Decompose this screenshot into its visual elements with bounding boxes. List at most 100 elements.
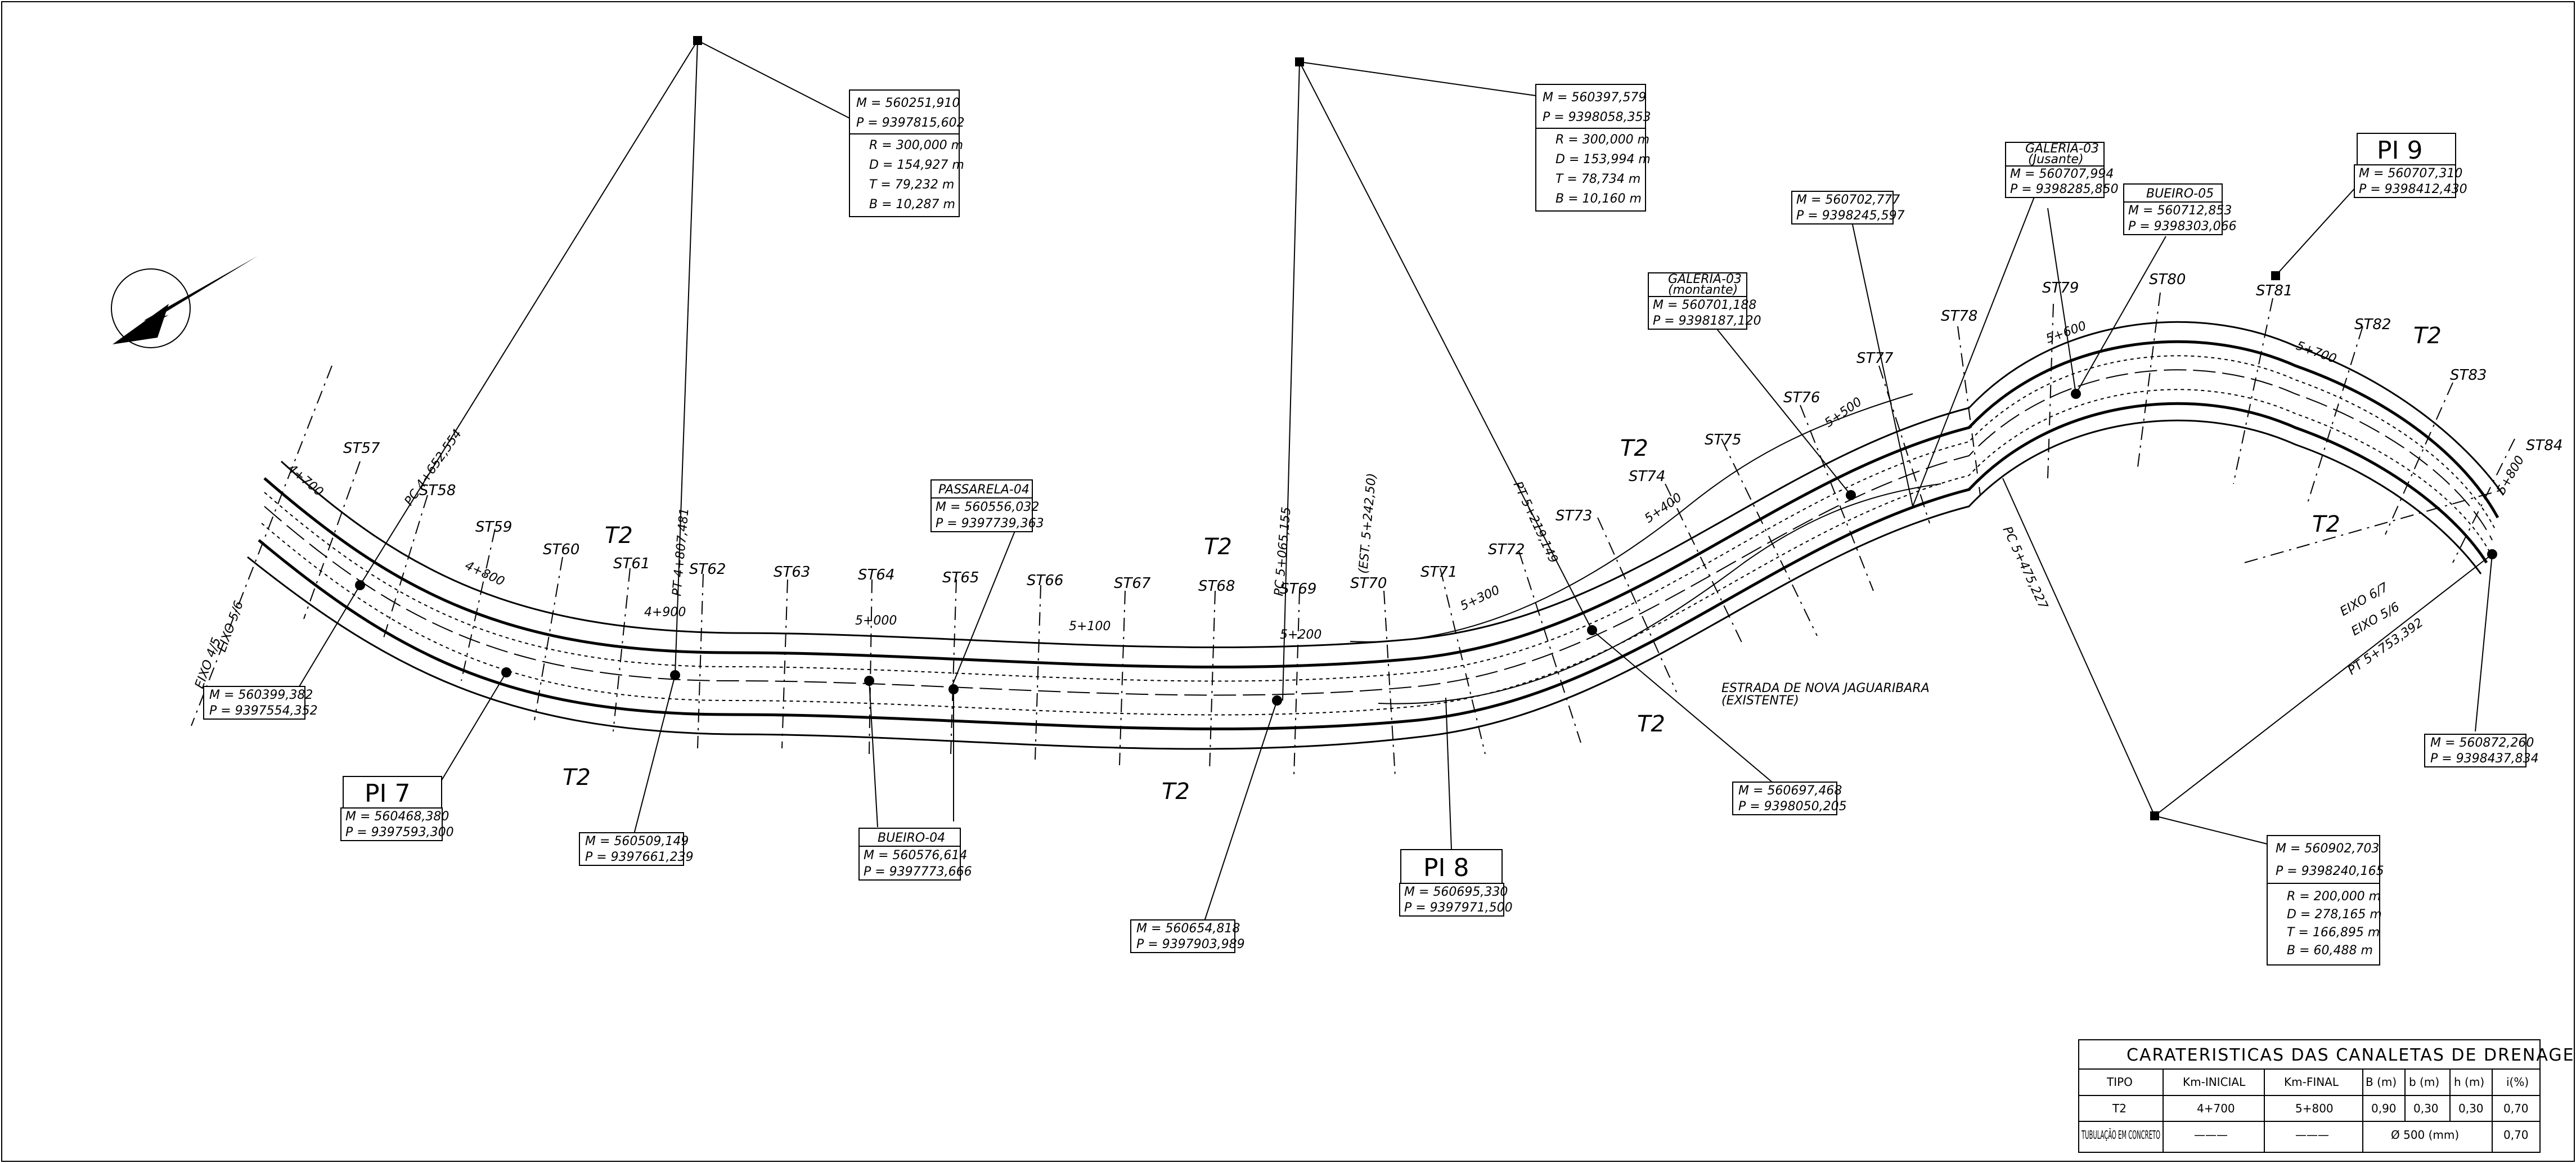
- svg-text:M = 560468,380: M = 560468,380: [345, 810, 449, 824]
- station-label: ST72: [1488, 541, 1525, 558]
- svg-text:M = 560701,188: M = 560701,188: [1653, 298, 1756, 312]
- station-labels: ST57 ST58 ST59 ST60 ST61 ST62 ST63 ST64 …: [343, 271, 2562, 598]
- km-label: 4+800: [462, 559, 506, 589]
- curve-data-box: M = 560902,703 P = 9398240,165 R = 200,0…: [2267, 835, 2384, 966]
- coord-box: M = 560399,382 P = 9397554,352: [203, 686, 318, 720]
- station-label: ST71: [1420, 564, 1457, 581]
- road-label: ESTRADA DE NOVA JAGUARIBARA (EXISTENTE): [1721, 681, 1930, 708]
- table-cell: Ø 500 (mm): [2391, 1128, 2459, 1142]
- svg-text:GALERIA-03: GALERIA-03: [2025, 142, 2099, 156]
- svg-text:D = 278,165 m: D = 278,165 m: [2287, 908, 2382, 922]
- curve-labels: PC 4+652,554 PT 4+807,481 PC 5+065,155 P…: [192, 427, 2426, 690]
- station-label: ST69: [1280, 581, 1316, 598]
- svg-text:M = 560702,777: M = 560702,777: [1796, 193, 1900, 207]
- t2-label: T2: [1637, 711, 1665, 737]
- leader-lines: [292, 40, 2493, 923]
- structure-box: GALERIA-03 (Jusante) M = 560707,994 P = …: [2005, 142, 2119, 198]
- table-cell: TUBULAÇÃO EM CONCRETO: [2081, 1128, 2160, 1142]
- svg-text:PI 8: PI 8: [1423, 854, 1469, 882]
- svg-text:P = 9398412,430: P = 9398412,430: [2359, 182, 2467, 196]
- km-label: 5+300: [1458, 583, 1502, 613]
- km-label: 5+200: [1280, 628, 1321, 642]
- station-label: ST75: [1705, 432, 1741, 448]
- svg-text:ESTRADA DE NOVA JAGUARIBARA: ESTRADA DE NOVA JAGUARIBARA: [1721, 681, 1930, 695]
- svg-text:T = 166,895 m: T = 166,895 m: [2287, 926, 2380, 940]
- svg-text:P = 9397773,666: P = 9397773,666: [864, 865, 972, 879]
- svg-text:B = 60,488 m: B = 60,488 m: [2287, 944, 2373, 958]
- svg-text:P = 9397903,989: P = 9397903,989: [1136, 937, 1245, 951]
- svg-text:PI 7: PI 7: [365, 779, 411, 808]
- svg-text:P = 9397661,239: P = 9397661,239: [585, 850, 694, 864]
- station-label: ST83: [2450, 367, 2487, 384]
- t2-label: T2: [1204, 534, 1232, 560]
- table-cell: 5+800: [2295, 1102, 2334, 1115]
- t2-label: T2: [1162, 779, 1190, 805]
- svg-text:P = 9397554,352: P = 9397554,352: [209, 704, 318, 718]
- t2-label: T2: [2413, 323, 2442, 349]
- coord-box: M = 560697,468 P = 9398050,205: [1732, 782, 1847, 815]
- svg-text:P = 9397739,363: P = 9397739,363: [936, 517, 1044, 531]
- svg-text:B = 10,160 m: B = 10,160 m: [1556, 192, 1642, 206]
- coord-box: M = 560702,777 P = 9398245,597: [1791, 191, 1905, 224]
- table-header: b (m): [2409, 1075, 2439, 1089]
- svg-text:R = 300,000 m: R = 300,000 m: [1556, 133, 1649, 147]
- t2-labels: T2 T2 T2 T2 T2 T2 T2 T2: [563, 323, 2442, 805]
- svg-text:BUEIRO-04: BUEIRO-04: [878, 831, 945, 845]
- coord-box: M = 560509,149 P = 9397661,239: [579, 832, 694, 866]
- svg-text:P = 9398050,205: P = 9398050,205: [1738, 800, 1847, 814]
- svg-text:M = 560397,579: M = 560397,579: [1543, 91, 1646, 105]
- km-label: 5+800: [2494, 453, 2528, 497]
- station-label: ST64: [858, 567, 894, 583]
- svg-text:M = 560556,032: M = 560556,032: [936, 500, 1039, 514]
- north-arrow-icon: [111, 256, 258, 348]
- svg-text:(montante): (montante): [1668, 283, 1738, 297]
- svg-text:GALERIA-03: GALERIA-03: [1668, 272, 1742, 286]
- t2-label: T2: [1620, 435, 1648, 461]
- t2-label: T2: [2312, 511, 2340, 537]
- station-label: ST59: [475, 519, 512, 536]
- station-label: ST76: [1783, 389, 1820, 406]
- station-label: ST74: [1629, 468, 1665, 485]
- table-cell: 0,30: [2458, 1102, 2484, 1115]
- station-lines: [191, 292, 2515, 777]
- svg-text:M = 560695,330: M = 560695,330: [1404, 885, 1508, 899]
- svg-text:P = 9397971,500: P = 9397971,500: [1404, 901, 1513, 915]
- svg-text:M = 560902,703: M = 560902,703: [2276, 842, 2379, 856]
- structure-box: BUEIRO-04 M = 560576,614 P = 9397773,666: [858, 828, 972, 881]
- table-cell: 0,90: [2371, 1102, 2397, 1115]
- svg-text:P = 9398245,597: P = 9398245,597: [1796, 209, 1905, 223]
- station-label: ST61: [613, 555, 650, 572]
- coord-boxes: M = 560251,910 P = 9397815,602 R = 300,0…: [203, 84, 2539, 966]
- pi-box: PI 9 M = 560707,310 P = 9398412,430: [2354, 133, 2467, 198]
- table-title: CARATERISTICAS DAS CANALETAS DE DRENAGEM: [2127, 1045, 2576, 1065]
- svg-text:R = 300,000 m: R = 300,000 m: [869, 138, 963, 152]
- svg-text:P = 9398285,850: P = 9398285,850: [2010, 182, 2119, 196]
- station-label: ST67: [1114, 575, 1151, 592]
- station-label: ST57: [343, 440, 380, 457]
- svg-text:T = 78,734 m: T = 78,734 m: [1556, 172, 1640, 186]
- svg-text:PASSARELA-04: PASSARELA-04: [938, 483, 1029, 497]
- km-label: 5+100: [1069, 619, 1111, 634]
- svg-text:M = 560399,382: M = 560399,382: [209, 688, 313, 702]
- km-label: 4+700: [285, 461, 326, 499]
- svg-text:(Jusante): (Jusante): [2028, 152, 2084, 167]
- svg-text:B = 10,287 m: B = 10,287 m: [869, 197, 955, 212]
- km-labels: 4+700 4+800 4+900 5+000 5+100 5+200 5+30…: [285, 319, 2527, 642]
- table-cell: ———: [2295, 1128, 2329, 1142]
- station-label: ST60: [543, 541, 579, 558]
- svg-text:M = 560707,310: M = 560707,310: [2359, 167, 2462, 181]
- svg-text:R = 200,000 m: R = 200,000 m: [2287, 890, 2381, 904]
- table-header: h (m): [2454, 1075, 2484, 1089]
- table-cell: 0,30: [2413, 1102, 2439, 1115]
- svg-text:M = 560251,910: M = 560251,910: [856, 96, 960, 110]
- station-label: ST84: [2526, 437, 2562, 454]
- station-label: ST78: [1941, 308, 1977, 325]
- svg-text:BUEIRO-05: BUEIRO-05: [2146, 187, 2214, 201]
- station-label: ST80: [2149, 271, 2186, 288]
- km-label: 5+000: [855, 614, 897, 628]
- table-header: Km-FINAL: [2284, 1075, 2339, 1089]
- station-label: ST66: [1027, 572, 1063, 589]
- svg-text:M = 560697,468: M = 560697,468: [1738, 784, 1842, 798]
- svg-text:P = 9398240,165: P = 9398240,165: [2276, 864, 2384, 878]
